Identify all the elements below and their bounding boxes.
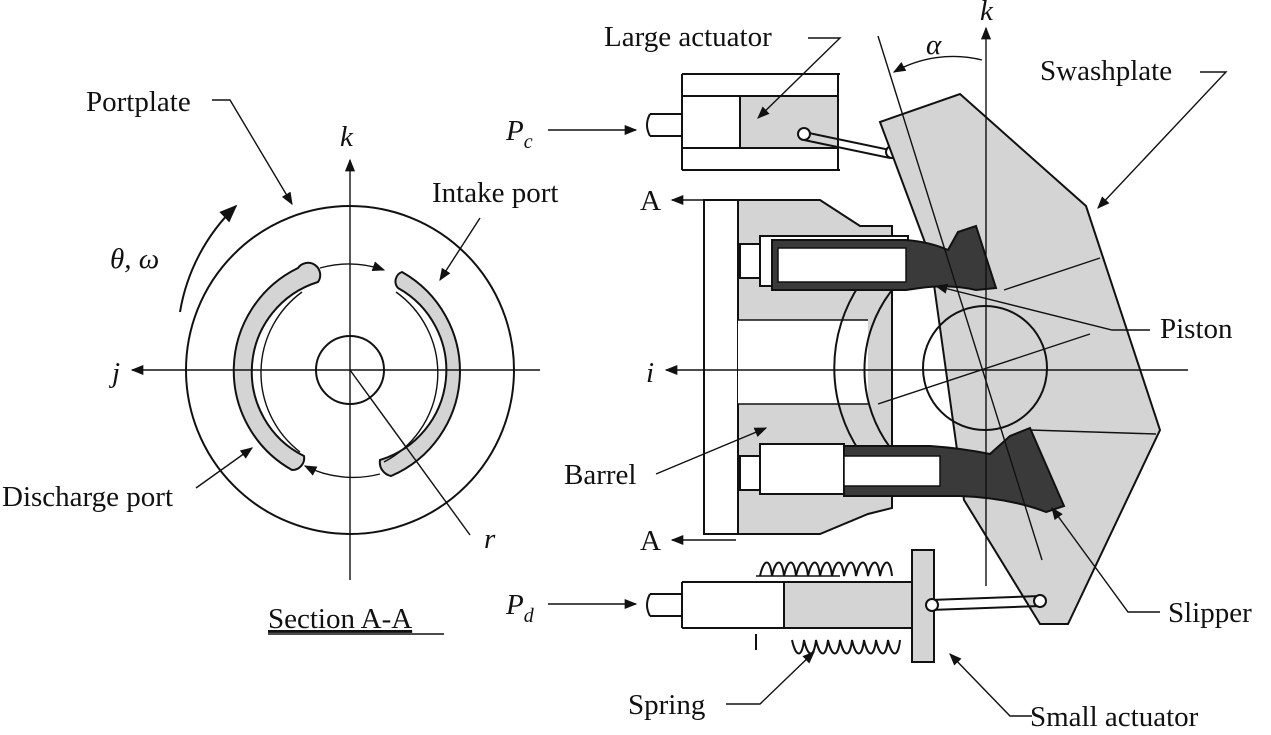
barrel-leader — [655, 427, 768, 475]
slipper-leader — [1051, 506, 1160, 613]
piston-axis — [877, 333, 1091, 405]
inner-ring-right — [383, 291, 439, 463]
sphere-arc — [833, 283, 861, 453]
alpha-label: α — [926, 29, 942, 61]
section-mark-top-label: A — [640, 185, 661, 217]
section-label: Section A-A — [268, 603, 412, 635]
theta-omega-label: θ, ω — [110, 243, 159, 275]
small-actuator-label: Small actuator — [1030, 701, 1199, 733]
k-axis-left-label: k — [340, 121, 354, 153]
intake-port-label: Intake port — [432, 177, 558, 209]
intake-flow-arrow — [319, 261, 386, 272]
radius-label: r — [484, 523, 496, 555]
inner-ring-left — [260, 291, 303, 453]
swash-pivot-circle — [922, 305, 1048, 431]
small-actuator-leader — [949, 653, 1032, 717]
pump-section-view: Large actuator α k Swashplate Pc A Pisto… — [505, 0, 1252, 733]
small-actuator — [646, 549, 1047, 663]
swash-axis — [877, 35, 1043, 561]
portplate-label: Portplate — [86, 86, 191, 118]
intake-port-leader — [439, 217, 481, 282]
piston-leader — [934, 283, 1150, 331]
alpha-arc — [892, 55, 983, 73]
pc-label: Pc — [505, 115, 533, 153]
section-mark-bottom-label: A — [640, 525, 661, 557]
swashplate-label: Swashplate — [1040, 55, 1172, 87]
large-actuator-leader — [757, 37, 842, 119]
swashplate — [878, 92, 1162, 625]
discharge-port-label: Discharge port — [2, 481, 173, 513]
pd-label: Pd — [505, 589, 535, 627]
barrel-label: Barrel — [564, 459, 636, 491]
i-axis-label: i — [646, 357, 654, 389]
discharge-flow-arrow — [303, 465, 381, 479]
spring-label: Spring — [628, 689, 705, 721]
large-actuator-label: Large actuator — [604, 21, 772, 53]
slipper-label: Slipper — [1168, 597, 1252, 629]
upper-piston — [739, 224, 998, 292]
discharge-port-leader — [195, 447, 254, 489]
intake-port-slot — [378, 270, 461, 478]
spring-leader — [726, 651, 815, 705]
discharge-port-slot — [232, 261, 322, 472]
j-axis-label: j — [108, 357, 120, 389]
piston-label: Piston — [1160, 313, 1233, 345]
swashplate-leader — [1097, 71, 1228, 209]
portplate-leader — [212, 99, 293, 206]
large-actuator — [646, 73, 899, 171]
radius-line — [349, 369, 471, 536]
rotation-arrow — [179, 204, 238, 313]
k-axis-right-label: k — [980, 0, 994, 27]
portplate-view: Portplate Intake port θ, ω k j Discharge… — [2, 86, 558, 635]
lower-piston — [739, 426, 1066, 514]
